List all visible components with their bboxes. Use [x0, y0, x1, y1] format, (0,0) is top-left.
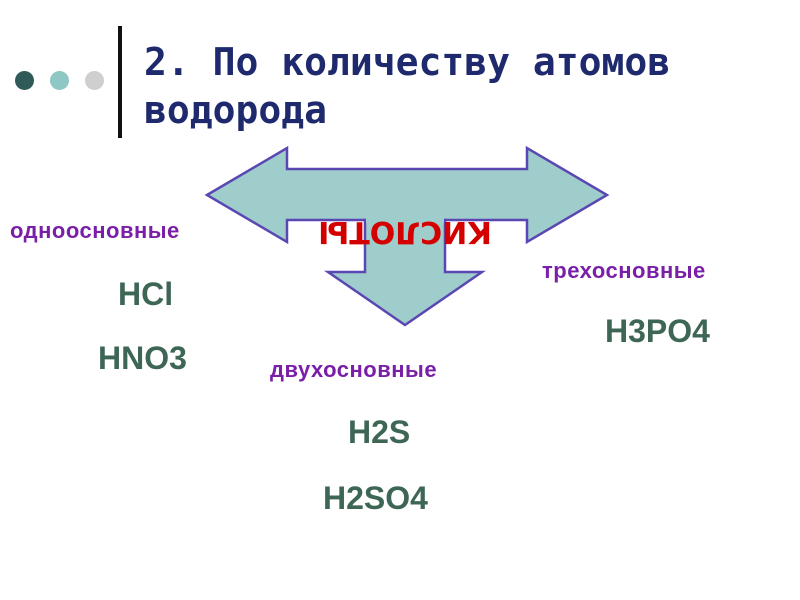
bullet-dot-3: [85, 71, 104, 90]
double-arrow-shape: [204, 145, 610, 245]
acids-label: КИСЛОТЫ: [318, 214, 492, 249]
slide-bullets: [15, 71, 104, 90]
group-label-dibasic: двухосновные: [270, 357, 438, 382]
down-arrow-shape: [323, 218, 487, 327]
formula-hcl: HCl: [118, 276, 174, 312]
group-label-monobasic: одноосновные: [10, 218, 180, 243]
formula-hno3: HNO3: [98, 340, 187, 376]
formula-h2s: H2S: [348, 414, 411, 450]
bullet-dot-1: [15, 71, 34, 90]
formula-h3po4: H3PO4: [605, 313, 710, 349]
group-label-tribasic: трехосновные: [542, 258, 706, 283]
bullet-dot-2: [50, 71, 69, 90]
formula-h2so4: H2SO4: [323, 480, 428, 516]
slide-title: 2. По количеству атомов водорода: [144, 40, 671, 132]
arrow-joint: [366, 218, 444, 223]
title-divider: [118, 26, 122, 138]
